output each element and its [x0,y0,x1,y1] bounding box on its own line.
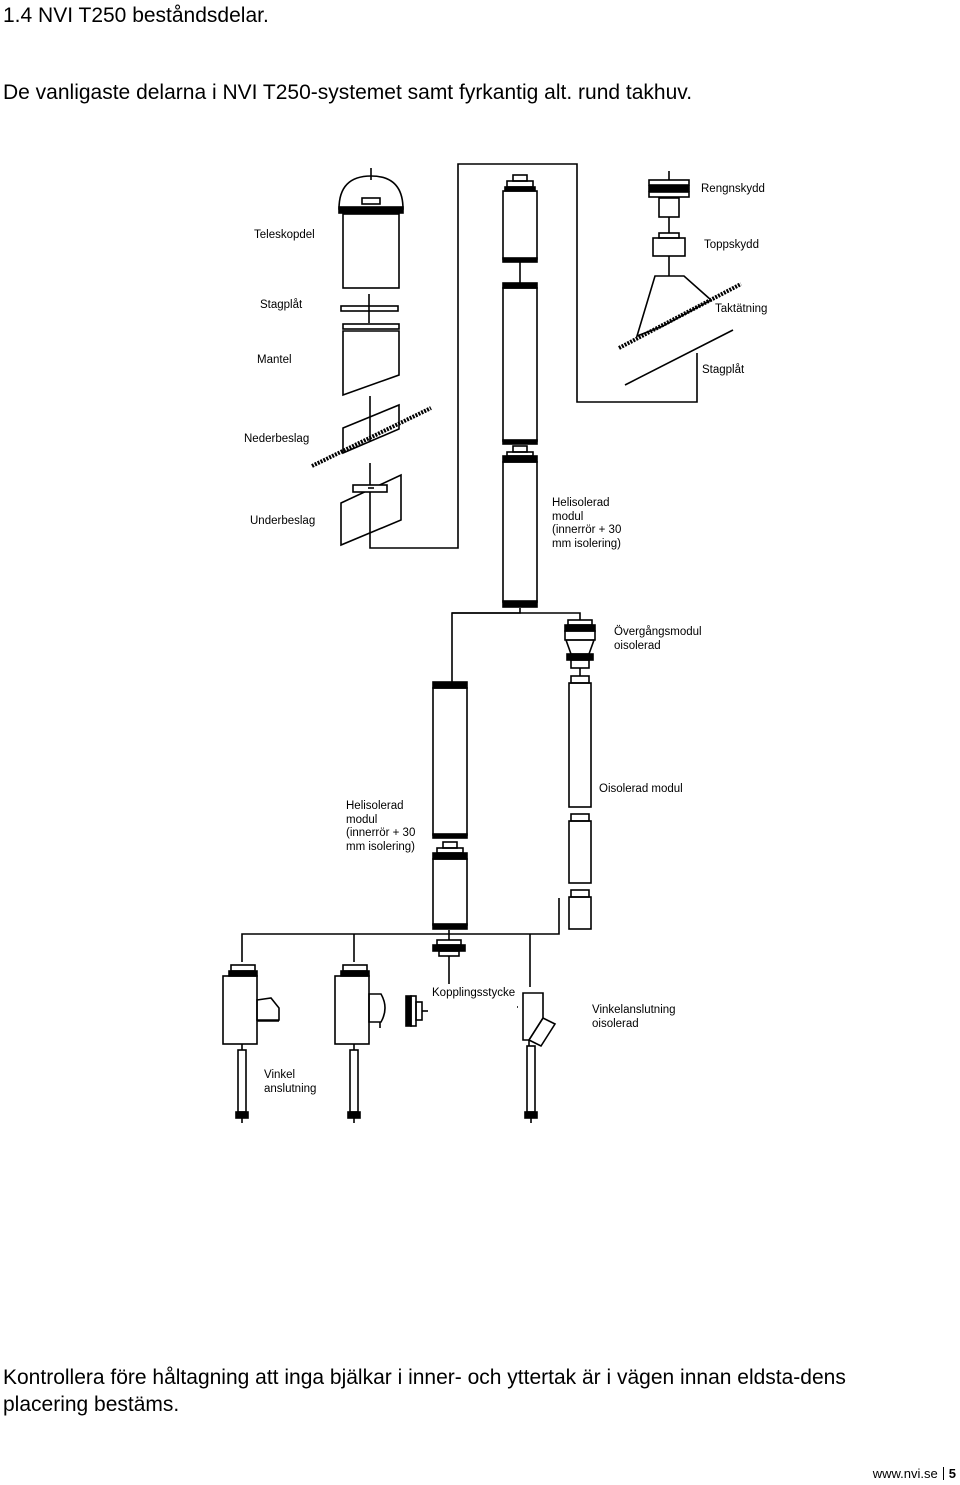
oisolerad-short [568,896,592,930]
toppskydd-body [652,237,686,257]
top-module-upper [502,190,538,260]
taktatning-flashing [618,282,742,350]
label-rengnskydd: Rengnskydd [701,183,765,195]
label-overgangsmodul: Övergångsmodul oisolerad [614,626,702,652]
footer-divider [942,1467,944,1480]
label-vinkel-anslutning: Vinkel anslutning [264,1069,317,1095]
connector-line [451,608,521,682]
top-module-long [502,287,538,442]
mantel-body [342,330,400,397]
rengnskydd-cap [648,179,690,186]
label-nederbeslag: Nederbeslag [244,433,310,445]
page-number: 5 [948,1466,956,1481]
label-kopplingsstycke: Kopplingsstycke [432,987,516,999]
bottom-note: Kontrollera före håltagning att inga bjä… [3,1366,846,1416]
page-title: 1.4 NVI T250 beståndsdelar. [3,4,269,27]
oisolerad-modul-lower [568,820,592,884]
taktatning-cone [635,275,713,338]
label-toppskydd: Toppskydd [704,239,759,251]
round-hood-dome [338,175,404,210]
nederbeslag-flashing [311,406,432,468]
teleskopdel-body [342,213,400,289]
label-helisolerad-mid: Helisolerad modul (innerrör + 30 mm isol… [346,800,416,853]
connector-line [452,612,581,620]
label-vinkelanslutning: Vinkelanslutning oisolerad [592,1004,676,1030]
label-underbeslag: Underbeslag [250,515,316,527]
oisolerad-modul-upper [568,682,592,808]
rengnskydd-pipe [658,197,680,218]
helisolerad-modul-top [502,461,538,603]
page-footer: www.nvi.se 5 [873,1466,956,1482]
label-stagplat-right: Stagplåt [702,364,745,376]
label-teleskopdel: Teleskopdel [254,229,315,241]
label-helisolerad-top: Helisolerad modul (innerrör + 30 mm isol… [552,497,622,550]
label-oisolerad-modul: Oisolerad modul [599,783,683,795]
label-taktatning: Taktätning [715,303,768,315]
helisolerad-modul-mid [432,687,468,836]
label-mantel: Mantel [257,354,292,366]
round-t-body [334,975,370,1045]
label-stagplat-left: Stagplåt [260,299,303,311]
connector-line [241,898,560,962]
helisolerad-short [432,858,468,926]
intro-text: De vanligaste delarna i NVI T250-systeme… [3,81,693,104]
nederbeslag-body [342,403,400,455]
vinkel-t-body [222,975,258,1045]
connector-line [369,163,698,549]
footer-site: www.nvi.se [872,1466,938,1481]
